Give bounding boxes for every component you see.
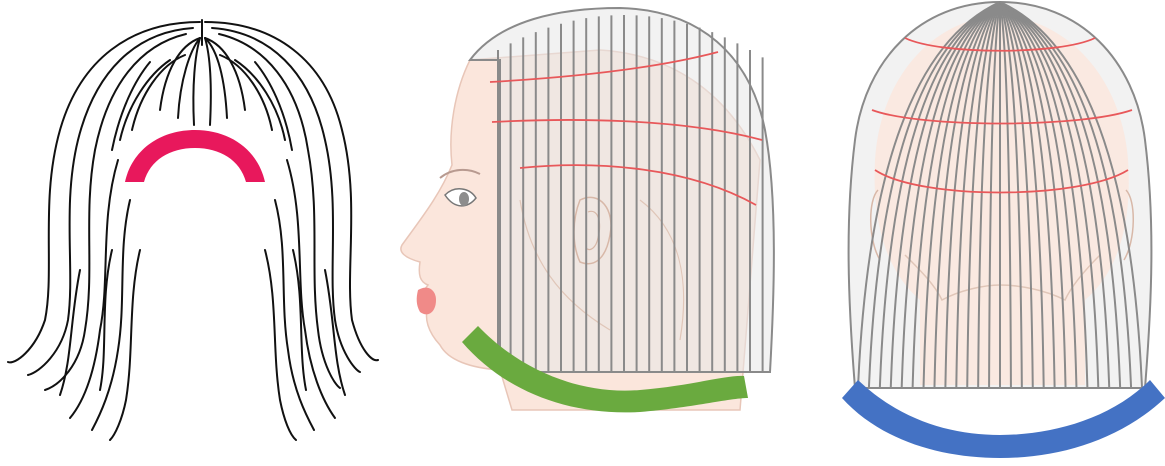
side-lips bbox=[417, 288, 436, 315]
front-guide-arc bbox=[125, 130, 265, 182]
side-view-panel bbox=[401, 8, 774, 412]
back-guide-arc bbox=[842, 380, 1165, 458]
back-view-panel bbox=[842, 2, 1165, 458]
front-view-panel bbox=[8, 20, 378, 440]
side-hair-mass bbox=[470, 8, 774, 372]
front-hair-outline bbox=[8, 20, 378, 440]
